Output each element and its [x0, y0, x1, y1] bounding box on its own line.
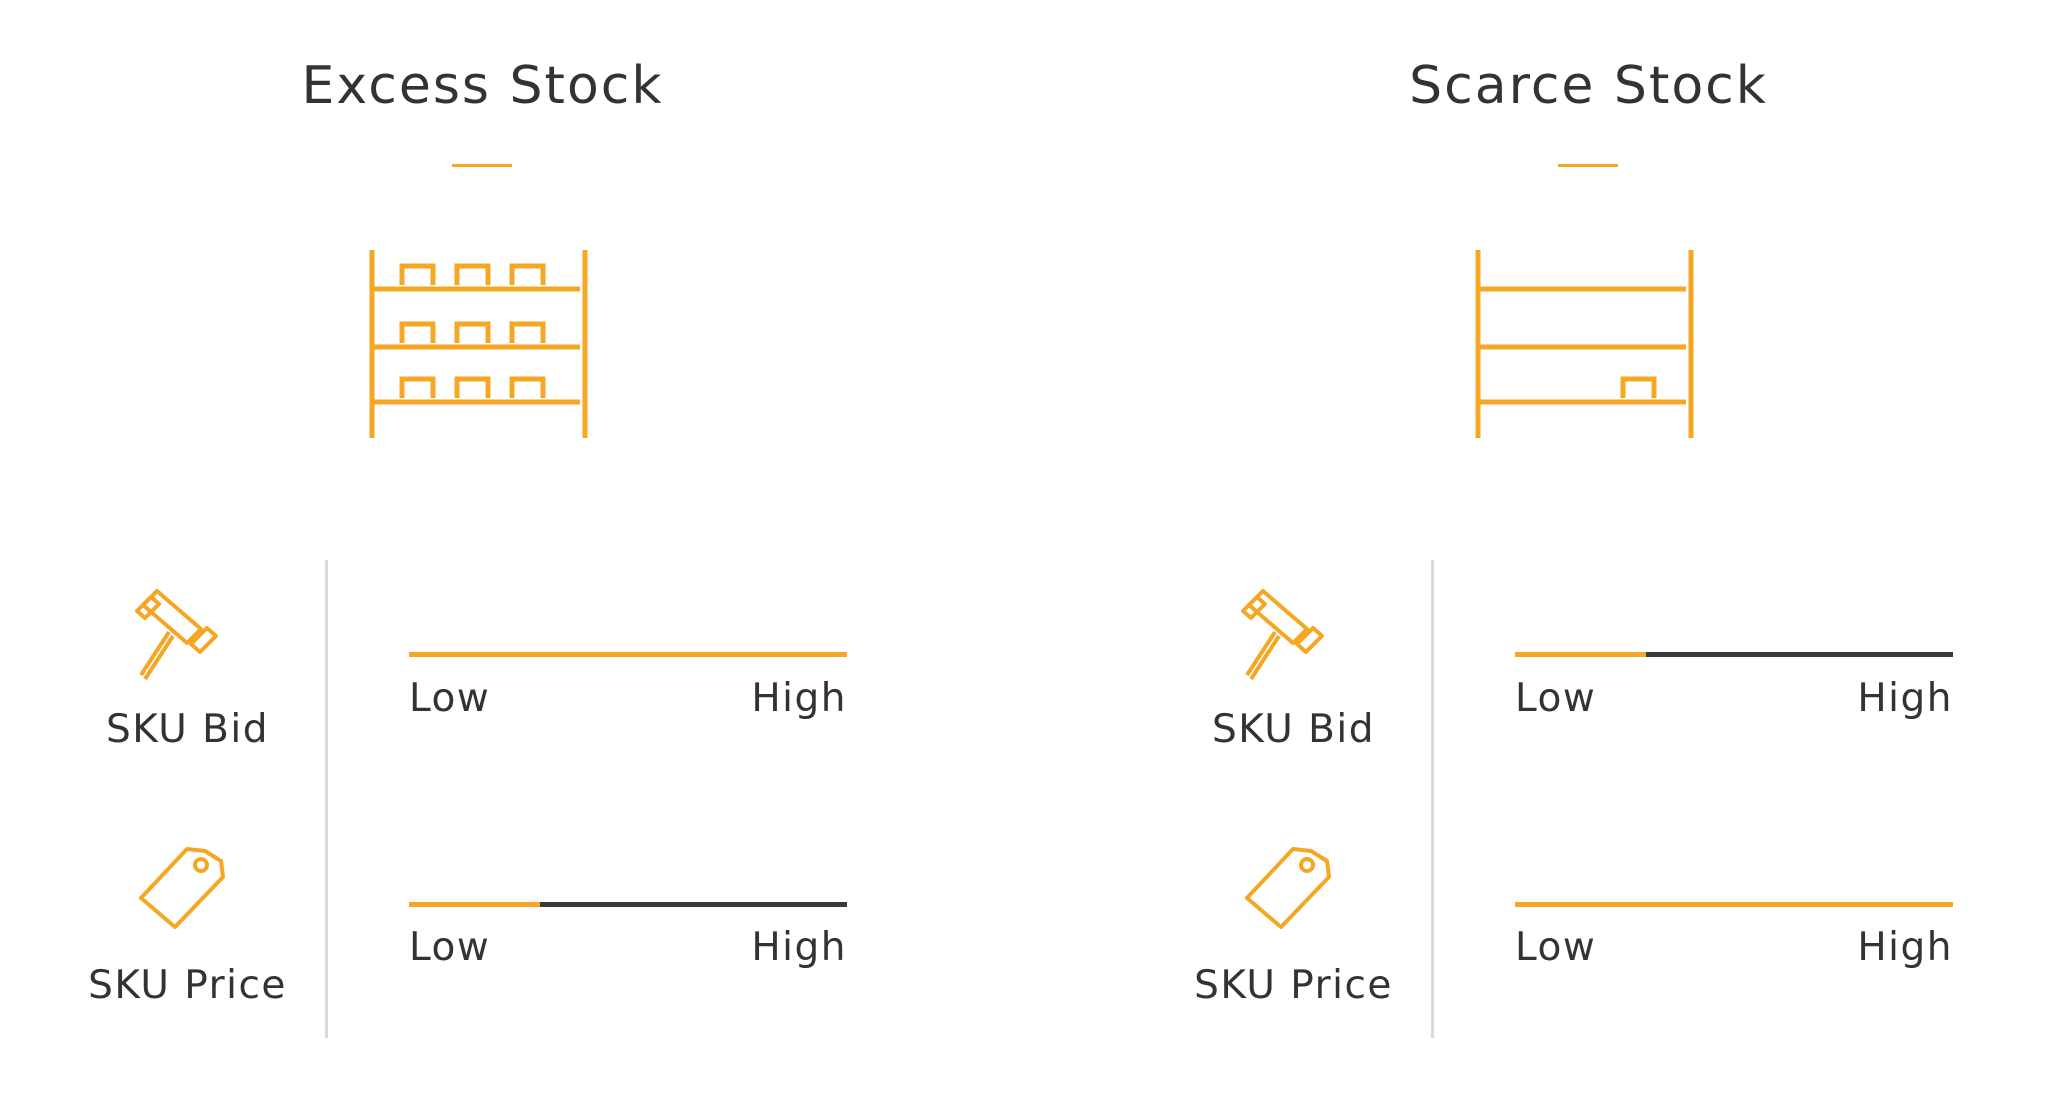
panel-excess-stock: Excess Stock [88, 56, 847, 1038]
price-high-label: High [751, 925, 847, 970]
price-tag-icon [139, 847, 225, 929]
price-level-fill [1515, 902, 1953, 907]
price-tag-icon [1245, 847, 1331, 929]
bid-level-bar [1515, 652, 1953, 657]
price-low-label: Low [1515, 925, 1597, 970]
gavel-icon [1241, 589, 1324, 681]
metric-label-sku-bid: SKU Bid [1211, 707, 1376, 752]
bid-high-label: High [751, 676, 847, 721]
price-low-label: Low [409, 925, 491, 970]
shelf-full-icon [369, 250, 588, 438]
price-level-bar [409, 902, 847, 907]
bid-high-label: High [1857, 676, 1953, 721]
price-high-label: High [1857, 925, 1953, 970]
metric-label-sku-bid: SKU Bid [105, 707, 270, 752]
bid-level-fill [1515, 652, 1647, 657]
bid-level-fill [409, 652, 847, 657]
price-level-bar [1515, 902, 1953, 907]
bid-low-label: Low [409, 676, 491, 721]
metric-label-sku-price: SKU Price [88, 963, 287, 1008]
title-underline [1558, 164, 1618, 167]
vertical-divider [1431, 560, 1434, 1038]
price-level-fill [409, 902, 541, 907]
panel-title: Excess Stock [301, 56, 664, 116]
bid-low-label: Low [1515, 676, 1597, 721]
vertical-divider [325, 560, 328, 1038]
panel-scarce-stock: Scarce Stock SKU Bid Low High [1106, 0, 2048, 1103]
panel-title: Scarce Stock [1409, 56, 1768, 116]
bid-level-bar [409, 652, 847, 657]
shelf-nearly-empty-icon [1475, 250, 1694, 438]
gavel-icon [135, 589, 218, 681]
metric-label-sku-price: SKU Price [1194, 963, 1393, 1008]
title-underline [452, 164, 512, 167]
